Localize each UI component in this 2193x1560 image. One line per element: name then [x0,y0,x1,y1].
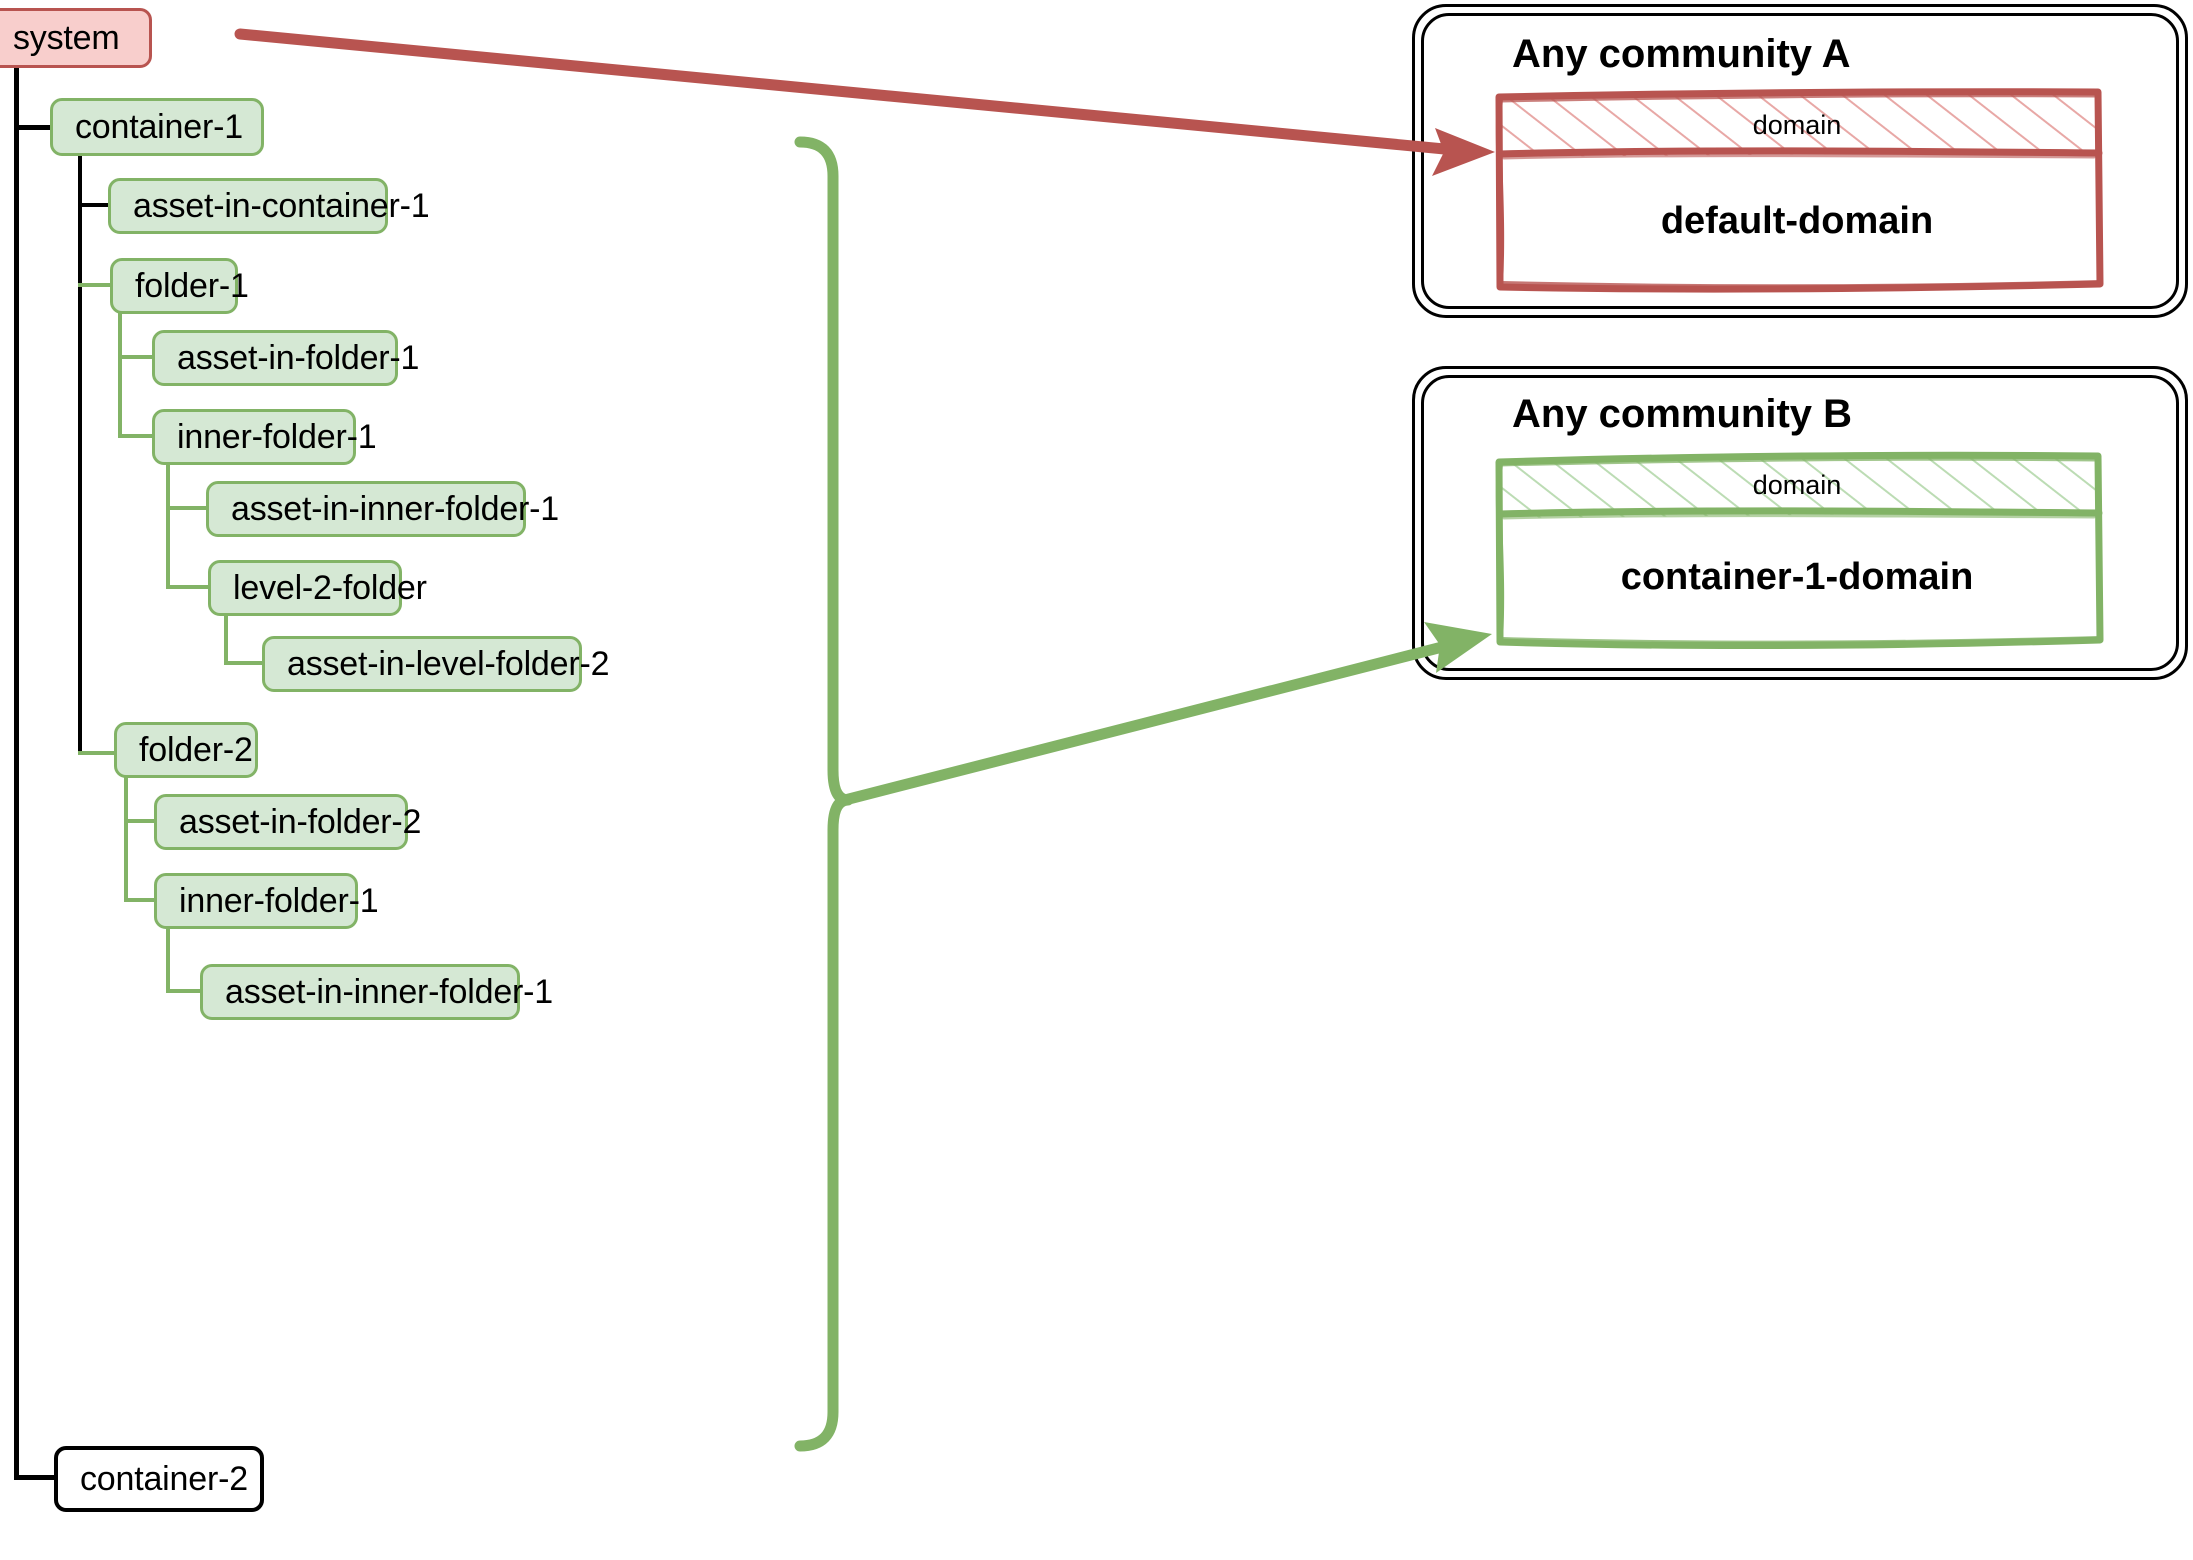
tree-node-inner-folder-1-a[interactable]: inner-folder-1 [152,409,377,465]
tree-node-asset-in-folder-2[interactable]: asset-in-folder-2 [154,794,421,850]
tree-node-asset-in-inner-folder-1-b[interactable]: asset-in-inner-folder-1 [200,964,553,1020]
tree-node-asset-in-inner-folder-1-a[interactable]: asset-in-inner-folder-1 [206,481,559,537]
domain-box-sketch-a [1495,88,2104,293]
connector-folder-2-to-asset [124,819,156,823]
domain-stereotype-label: domain [1752,110,1842,140]
connector-folder-2-to-inner-folder [124,898,156,902]
connector-container-1-to-asset [78,203,110,207]
tree-node-label: asset-in-folder-2 [179,803,422,841]
tree-node-container-2[interactable]: container-2 [54,1446,264,1512]
domain-name-label: container-1-domain [1620,556,1974,598]
tree-node-asset-in-level-folder-2[interactable]: asset-in-level-folder-2 [262,636,610,692]
community-a-panel[interactable] [1412,4,2188,318]
domain-box-default-domain[interactable]: domain default-domain [1494,88,2104,293]
domain-box-container-1-domain[interactable]: domain container-1-domain [1494,450,2104,650]
connector-inner-folder-1a-trunk [166,463,170,589]
community-b-panel[interactable] [1412,366,2188,680]
tree-node-label: container-2 [80,1460,248,1498]
connector-folder-2-trunk [124,777,128,902]
connector-folder-1-to-asset [118,355,154,359]
connector-inner-folder-1b-trunk [166,926,170,992]
tree-node-label: container-1 [75,108,243,146]
tree-node-container-1[interactable]: container-1 [50,98,264,156]
community-b-title: Any community B [1512,392,1853,436]
connector-folder-1-to-inner-folder [118,434,154,438]
tree-node-label: inner-folder-1 [179,882,379,920]
arrow-system-to-default-domain [234,28,1495,176]
connector-folder-1-trunk [118,313,122,438]
connector-level-2-folder-trunk [224,613,228,665]
tree-node-label: asset-in-inner-folder-1 [231,490,559,528]
connector-container-1-to-folder-1 [78,283,110,287]
domain-box-sketch-b [1495,451,2104,650]
tree-node-inner-folder-1-b[interactable]: inner-folder-1 [154,873,379,929]
connector-inner-folder-1a-to-level-2-folder [166,585,208,589]
domain-name-label: default-domain [1660,200,1934,242]
tree-node-folder-2[interactable]: folder-2 [114,722,258,778]
connector-container-1-to-folder-2 [78,751,114,755]
tree-node-level-2-folder[interactable]: level-2-folder [208,560,427,616]
tree-node-label: folder-2 [139,731,253,769]
tree-node-folder-1[interactable]: folder-1 [110,258,249,314]
connector-system-trunk [14,68,19,1480]
arrow-container-1-subtree-to-container-1-domain [839,622,1492,806]
tree-node-label: asset-in-folder-1 [177,339,420,377]
connector-system-to-container-2 [14,1475,60,1480]
tree-node-label: system [13,19,120,57]
tree-node-asset-in-folder-1[interactable]: asset-in-folder-1 [152,330,419,386]
tree-node-label: asset-in-container-1 [133,187,430,225]
community-a-title: Any community A [1512,32,1851,76]
tree-node-label: folder-1 [135,267,249,305]
tree-node-system[interactable]: system [0,8,152,68]
connector-system-to-container-1 [14,125,54,130]
connector-inner-folder-1b-to-asset [166,989,206,993]
tree-node-asset-in-container-1[interactable]: asset-in-container-1 [108,178,430,234]
brace-container-1-subtree [794,136,854,1452]
tree-node-label: asset-in-inner-folder-1 [225,973,553,1011]
connector-level-2-folder-to-asset [224,661,264,665]
tree-node-label: asset-in-level-folder-2 [287,645,610,683]
tree-node-label: inner-folder-1 [177,418,377,456]
domain-stereotype-label: domain [1752,470,1842,500]
tree-node-label: level-2-folder [233,569,427,607]
connector-inner-folder-1a-to-asset [166,506,208,510]
connector-container-1-trunk [78,155,82,755]
